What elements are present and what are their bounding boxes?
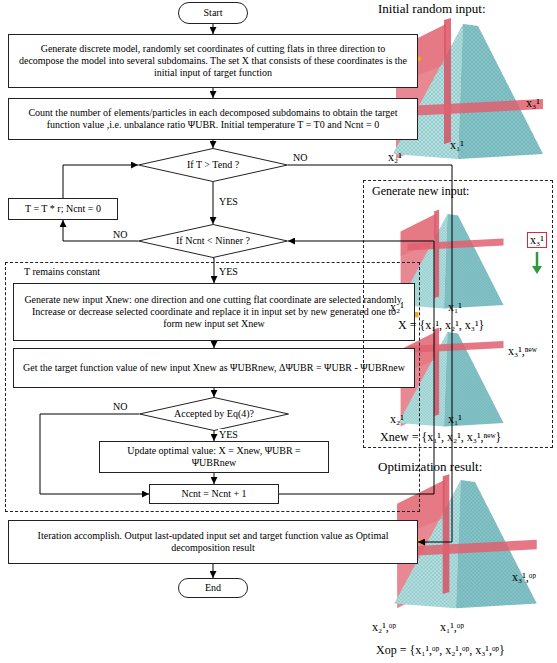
decision-diamond: Accepted by Eq(4)?	[139, 397, 289, 431]
coordinate-label: Xnew = {x₁¹, x₂¹, x₃¹,ⁿᵉʷ}	[380, 430, 501, 444]
flow-connector	[213, 88, 214, 98]
move-arrow-head	[532, 266, 542, 274]
node-text: If T > Tend ?	[161, 159, 266, 171]
coordinate-label: x₃¹	[526, 96, 540, 110]
node-text: If Ncnt < Ninner ?	[161, 235, 266, 247]
process-box: T = T * r; Ncnt = 0	[8, 198, 118, 220]
coordinate-label: x₁¹	[448, 412, 462, 426]
flow-connector	[63, 220, 138, 241]
coordinate-label: x₃¹,ᵒᵖ	[512, 570, 536, 584]
node-text: Ncnt = Ncnt + 1	[181, 488, 246, 500]
process-box: Get the target function value of new inp…	[13, 348, 415, 388]
example-panel: Generate new input:	[363, 180, 553, 448]
process-box: Count the number of elements/particles i…	[8, 98, 418, 140]
move-arrow	[536, 252, 539, 268]
coordinate-label: x₁¹	[448, 300, 462, 314]
flow-connector	[63, 165, 138, 198]
decision-diamond: If Ncnt < Ninner ?	[138, 224, 288, 258]
decision-diamond: If T > Tend ?	[138, 148, 288, 182]
region-heading: Generate new input:	[372, 184, 469, 198]
panel-heading: Initial random input:	[378, 2, 486, 16]
coordinate-label: x₂¹,ᵒᵖ	[372, 620, 396, 634]
coordinate-label: x₁¹,ᵒᵖ	[440, 620, 464, 634]
process-box: Ncnt = Ncnt + 1	[149, 484, 279, 504]
edge-label: YES	[218, 429, 239, 440]
edge-label: NO	[112, 229, 128, 240]
flow-connector	[214, 388, 215, 397]
start-terminal: Start	[178, 2, 248, 24]
edge-label: NO	[112, 401, 128, 412]
process-box: Update optimal value: X = Xnew, ΨUBR = Ψ…	[99, 441, 329, 473]
node-text: Update optimal value: X = Xnew, ΨUBR = Ψ…	[108, 445, 320, 469]
node-text: Count the number of elements/particles i…	[17, 107, 409, 131]
process-box: Iteration accomplish. Output last-update…	[8, 520, 418, 564]
coordinate-label: x₂¹	[388, 150, 402, 164]
loop-region: T remains constantGenerate new input Xne…	[5, 262, 420, 512]
node-text: Accepted by Eq(4)?	[162, 408, 267, 420]
flow-connector	[213, 182, 214, 224]
edge-label: YES	[218, 196, 239, 207]
node-text: End	[205, 582, 221, 594]
flow-connector	[214, 341, 215, 348]
coordinate-label: X = {x₁¹, x₂¹, x₃¹}	[398, 318, 484, 332]
coordinate-label: x₃¹,ⁿᵉʷ	[508, 344, 537, 358]
flow-connector	[213, 140, 214, 148]
coordinate-label: x₂¹	[390, 412, 404, 426]
node-text: Iteration accomplish. Output last-update…	[17, 530, 409, 554]
end-terminal: End	[178, 578, 248, 598]
coordinate-label: x₂¹	[390, 300, 404, 314]
edge-label: NO	[292, 152, 308, 163]
panel-heading: Optimization result:	[378, 460, 482, 474]
region-heading: T remains constant	[24, 266, 100, 278]
node-text: Get the target function value of new inp…	[23, 362, 405, 374]
flow-connector	[213, 24, 214, 34]
flow-connector	[214, 431, 215, 441]
coordinate-label: x₁¹	[450, 138, 464, 152]
flow-connector	[214, 473, 215, 484]
edge-label: YES	[218, 266, 239, 277]
node-text: Generate discrete model, randomly set co…	[17, 43, 409, 79]
node-text: Start	[204, 7, 223, 19]
node-text: Generate new input Xnew: one direction a…	[22, 294, 406, 330]
coordinate-label: x₃¹	[527, 232, 547, 248]
process-box: Generate new input Xnew: one direction a…	[13, 283, 415, 341]
flow-connector	[213, 564, 214, 578]
node-text: T = T * r; Ncnt = 0	[25, 203, 101, 215]
process-box: Generate discrete model, randomly set co…	[8, 34, 418, 88]
coordinate-label: Xop = {x₁¹,ᵒᵖ, x₂¹,ᵒᵖ, x₃¹,ᵒᵖ}	[376, 643, 505, 657]
